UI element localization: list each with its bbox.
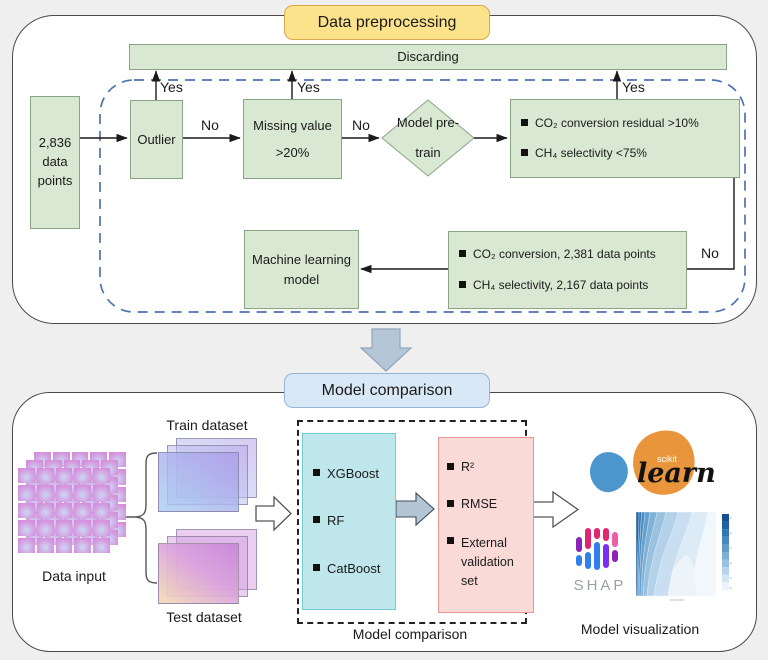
bullet-square-icon (521, 149, 528, 157)
models-box: XGBoost RF CatBoost (302, 433, 396, 610)
model-item-label: CatBoost (327, 561, 381, 577)
data-input-caption: Data input (42, 568, 106, 584)
outlier-box: Outlier (130, 100, 183, 179)
metric-item: RMSE (447, 497, 531, 513)
bullet-square-icon (313, 516, 320, 524)
sklearn-learn-label: learn (637, 458, 716, 489)
comparison-title-label: Model comparison (321, 381, 453, 399)
bullet-square-icon (313, 564, 320, 572)
missing-value-label: Missing value >20% (253, 117, 332, 160)
pretrain-diamond-text: Model pre-train (386, 106, 470, 170)
model-item: XGBoost (313, 466, 395, 482)
metrics-box: R² RMSE External validation set (438, 437, 534, 613)
bullet-square-icon (447, 499, 454, 507)
preprocessing-title-label: Data preprocessing (317, 13, 457, 31)
filtered-item-label: CH₄ selectivity, 2,167 data points (473, 277, 649, 292)
no-label: No (352, 117, 370, 133)
bullet-square-icon (313, 468, 320, 476)
sklearn-logo: scikit learn (585, 424, 753, 501)
metric-item-label: External validation set (461, 536, 514, 588)
yes-label: Yes (297, 79, 320, 95)
filtered-item-label: CO₂ conversion, 2,381 data points (473, 247, 656, 262)
contour-colorbar (722, 514, 732, 590)
bullet-square-icon (459, 250, 466, 258)
metric-item-label: R² (461, 459, 475, 474)
bullet-square-icon (447, 537, 454, 545)
preprocessing-title: Data preprocessing (284, 5, 490, 40)
no-label: No (201, 117, 219, 133)
sklearn-blue-blob-icon (587, 449, 631, 495)
residual-item-label: CH₄ selectivity <75% (535, 146, 647, 161)
model-item-label: RF (327, 513, 345, 529)
source-data-box: 2,836 data points (30, 96, 80, 229)
bullet-square-icon (447, 462, 454, 470)
model-visualization-caption: Model visualization (580, 621, 700, 637)
section-transition-arrow (359, 328, 413, 372)
contour-plot (635, 511, 732, 601)
residual-item: CH₄ selectivity <75% (521, 146, 735, 161)
no-label: No (701, 245, 719, 261)
filtered-data-box: CO₂ conversion, 2,381 data points CH₄ se… (448, 231, 687, 309)
filtered-item: CO₂ conversion, 2,381 data points (459, 247, 682, 262)
discarding-label: Discarding (397, 49, 459, 65)
metric-item-label: RMSE (461, 496, 498, 511)
yes-label: Yes (160, 79, 183, 95)
metric-item: R² (447, 460, 531, 476)
test-square-front (158, 543, 239, 604)
residual-item: CO₂ conversion residual >10% (521, 116, 735, 131)
bullet-square-icon (459, 280, 466, 288)
model-item: RF (313, 513, 395, 529)
shap-logo-icon (576, 528, 618, 570)
model-item-label: XGBoost (327, 465, 380, 481)
missing-value-box: Missing value >20% (243, 99, 342, 179)
bullet-square-icon (521, 118, 528, 126)
model-item: CatBoost (313, 561, 395, 577)
train-square-front (158, 452, 239, 512)
filtered-item: CH₄ selectivity, 2,167 data points (459, 278, 682, 293)
metric-item: External validation set (447, 534, 531, 590)
residual-criteria-box: CO₂ conversion residual >10% CH₄ selecti… (510, 99, 740, 178)
yes-label: Yes (622, 79, 645, 95)
sklearn-scikit-label: scikit (657, 454, 677, 464)
model-comparison-caption: Model comparison (352, 626, 468, 642)
comparison-title: Model comparison (284, 373, 490, 408)
data-input-grid-front (18, 468, 110, 553)
pretrain-label: Model pre-train (396, 115, 460, 160)
source-data-label: 2,836 data points (37, 135, 73, 188)
test-dataset-caption: Test dataset (166, 609, 242, 625)
discarding-bar: Discarding (129, 44, 727, 70)
ml-model-label: Machine learning model (251, 252, 351, 287)
residual-item-label: CO₂ conversion residual >10% (535, 115, 699, 130)
shap-label: SHAP (573, 577, 627, 594)
ml-model-box: Machine learning model (244, 230, 359, 309)
train-dataset-caption: Train dataset (166, 417, 248, 433)
outlier-label: Outlier (137, 131, 176, 147)
